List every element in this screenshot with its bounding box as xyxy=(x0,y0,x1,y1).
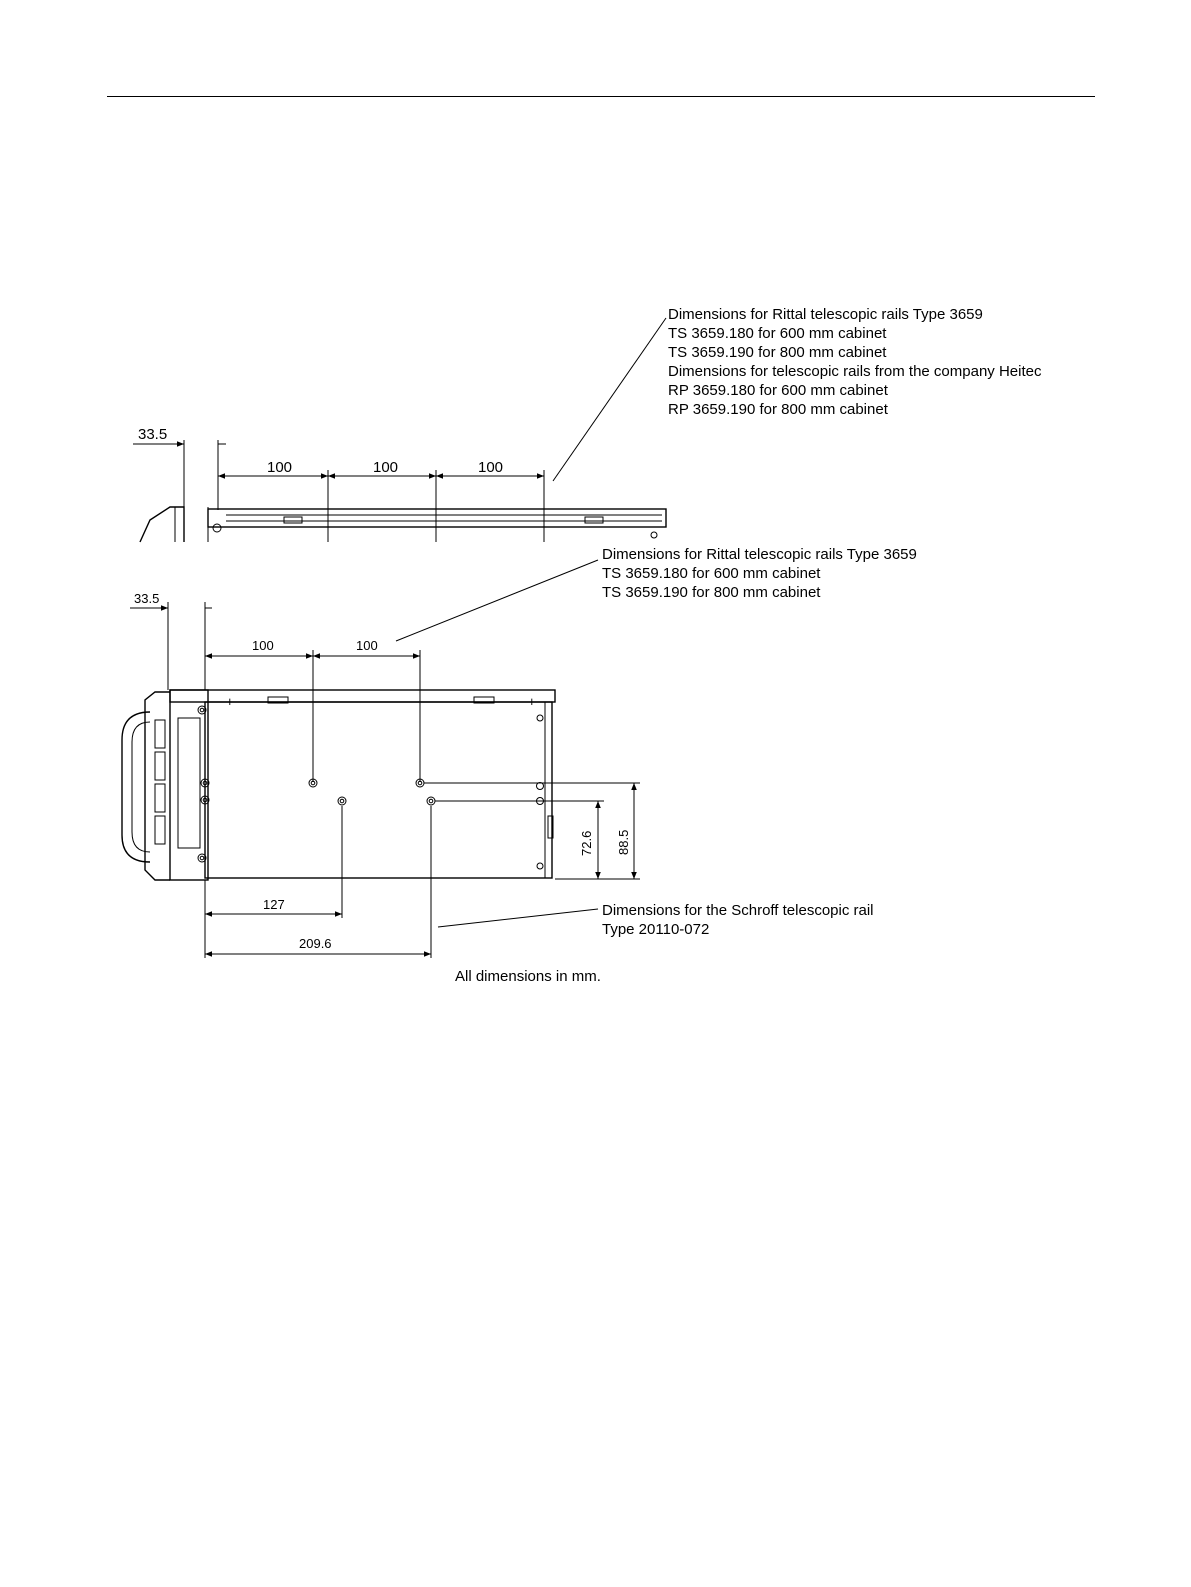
side-dim-offset: 33.5 xyxy=(134,591,159,606)
svg-text:+: + xyxy=(226,694,234,709)
schroff-callout-line1: Dimensions for the Schroff telescopic ra… xyxy=(602,902,874,919)
schroff-callout-line2: Type 20110-072 xyxy=(602,921,709,938)
page-header-rule xyxy=(107,96,1095,97)
side-dim-72: 72.6 xyxy=(579,831,594,856)
top-callout-line2: TS 3659.180 for 600 mm cabinet xyxy=(668,325,887,342)
top-callout-line5: RP 3659.180 for 600 mm cabinet xyxy=(668,382,889,399)
side-dim-b: 100 xyxy=(356,638,378,653)
side-dim-209: 209.6 xyxy=(299,936,332,951)
footnote: All dimensions in mm. xyxy=(455,968,601,985)
top-callout-line3: TS 3659.190 for 800 mm cabinet xyxy=(668,344,887,361)
top-dim-a: 100 xyxy=(267,459,292,476)
schroff-callout: Dimensions for the Schroff telescopic ra… xyxy=(602,902,874,938)
top-callout-line4: Dimensions for telescopic rails from the… xyxy=(668,363,1042,380)
top-view: 33.5 100 100 100 xyxy=(133,317,667,543)
top-dim-c: 100 xyxy=(478,459,503,476)
top-callout-line6: RP 3659.190 for 800 mm cabinet xyxy=(668,401,889,418)
svg-text:+: + xyxy=(528,694,536,709)
side-dim-88: 88.5 xyxy=(616,830,631,855)
rittal-callout-line1: Dimensions for Rittal telescopic rails T… xyxy=(602,546,917,563)
top-callout: Dimensions for Rittal telescopic rails T… xyxy=(668,306,1042,418)
top-dim-b: 100 xyxy=(373,459,398,476)
rittal-callout-line2: TS 3659.180 for 600 mm cabinet xyxy=(602,565,821,582)
side-view: 33.5 100 100 + + xyxy=(121,559,640,958)
rittal-callout: Dimensions for Rittal telescopic rails T… xyxy=(602,546,917,601)
side-dim-127: 127 xyxy=(263,897,285,912)
rittal-callout-line3: TS 3659.190 for 800 mm cabinet xyxy=(602,584,821,601)
top-callout-line1: Dimensions for Rittal telescopic rails T… xyxy=(668,306,983,323)
side-dim-a: 100 xyxy=(252,638,274,653)
top-dim-offset: 33.5 xyxy=(138,426,167,443)
